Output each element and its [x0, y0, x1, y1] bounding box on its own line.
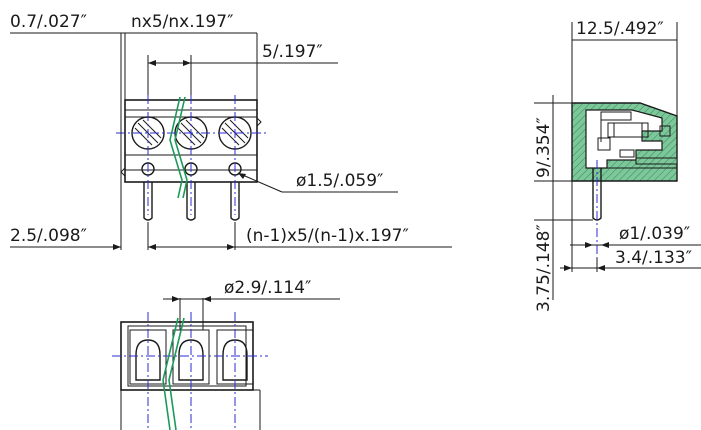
- dim-pin-span: (n-1)x5/(n-1)x.197″: [246, 226, 409, 246]
- pin-1: [143, 182, 153, 221]
- break-line-top: [162, 317, 179, 430]
- front-view: 0.7/.027″ nx5/nx.197″ 5/.197″ ø1.5/.059″…: [10, 12, 452, 250]
- dim-pitch: 5/.197″: [262, 42, 323, 62]
- dim-pin-offset: 3.4/.133″: [615, 248, 692, 268]
- pin-2: [186, 182, 196, 221]
- dim-screw-opening-diameter: ø2.9/.114″: [224, 278, 311, 298]
- break-line-front: [169, 96, 183, 199]
- dim-depth: 12.5/.492″: [576, 19, 664, 39]
- wire-opening-2: [178, 339, 204, 381]
- dim-pin-length: 3.75/.148″: [534, 224, 554, 312]
- side-view: 12.5/.492″ 9/.354″ 3.75/.148″ ø1/.039″ 3…: [534, 19, 701, 312]
- top-view: ø2.9/.114″: [112, 278, 340, 430]
- dim-pin-hole-diameter: ø1.5/.059″: [296, 171, 383, 191]
- dim-edge-offset: 2.5/.098″: [10, 226, 87, 246]
- dim-total-width: nx5/nx.197″: [131, 12, 233, 32]
- dim-pin-diameter: ø1/.039″: [619, 224, 690, 244]
- wire-opening-3: [222, 339, 248, 381]
- wire-opening-1: [135, 339, 161, 381]
- dim-body-height: 9/.354″: [534, 117, 554, 178]
- dim-overall-pitch-offset: 0.7/.027″: [10, 12, 87, 32]
- pin-3: [230, 182, 240, 221]
